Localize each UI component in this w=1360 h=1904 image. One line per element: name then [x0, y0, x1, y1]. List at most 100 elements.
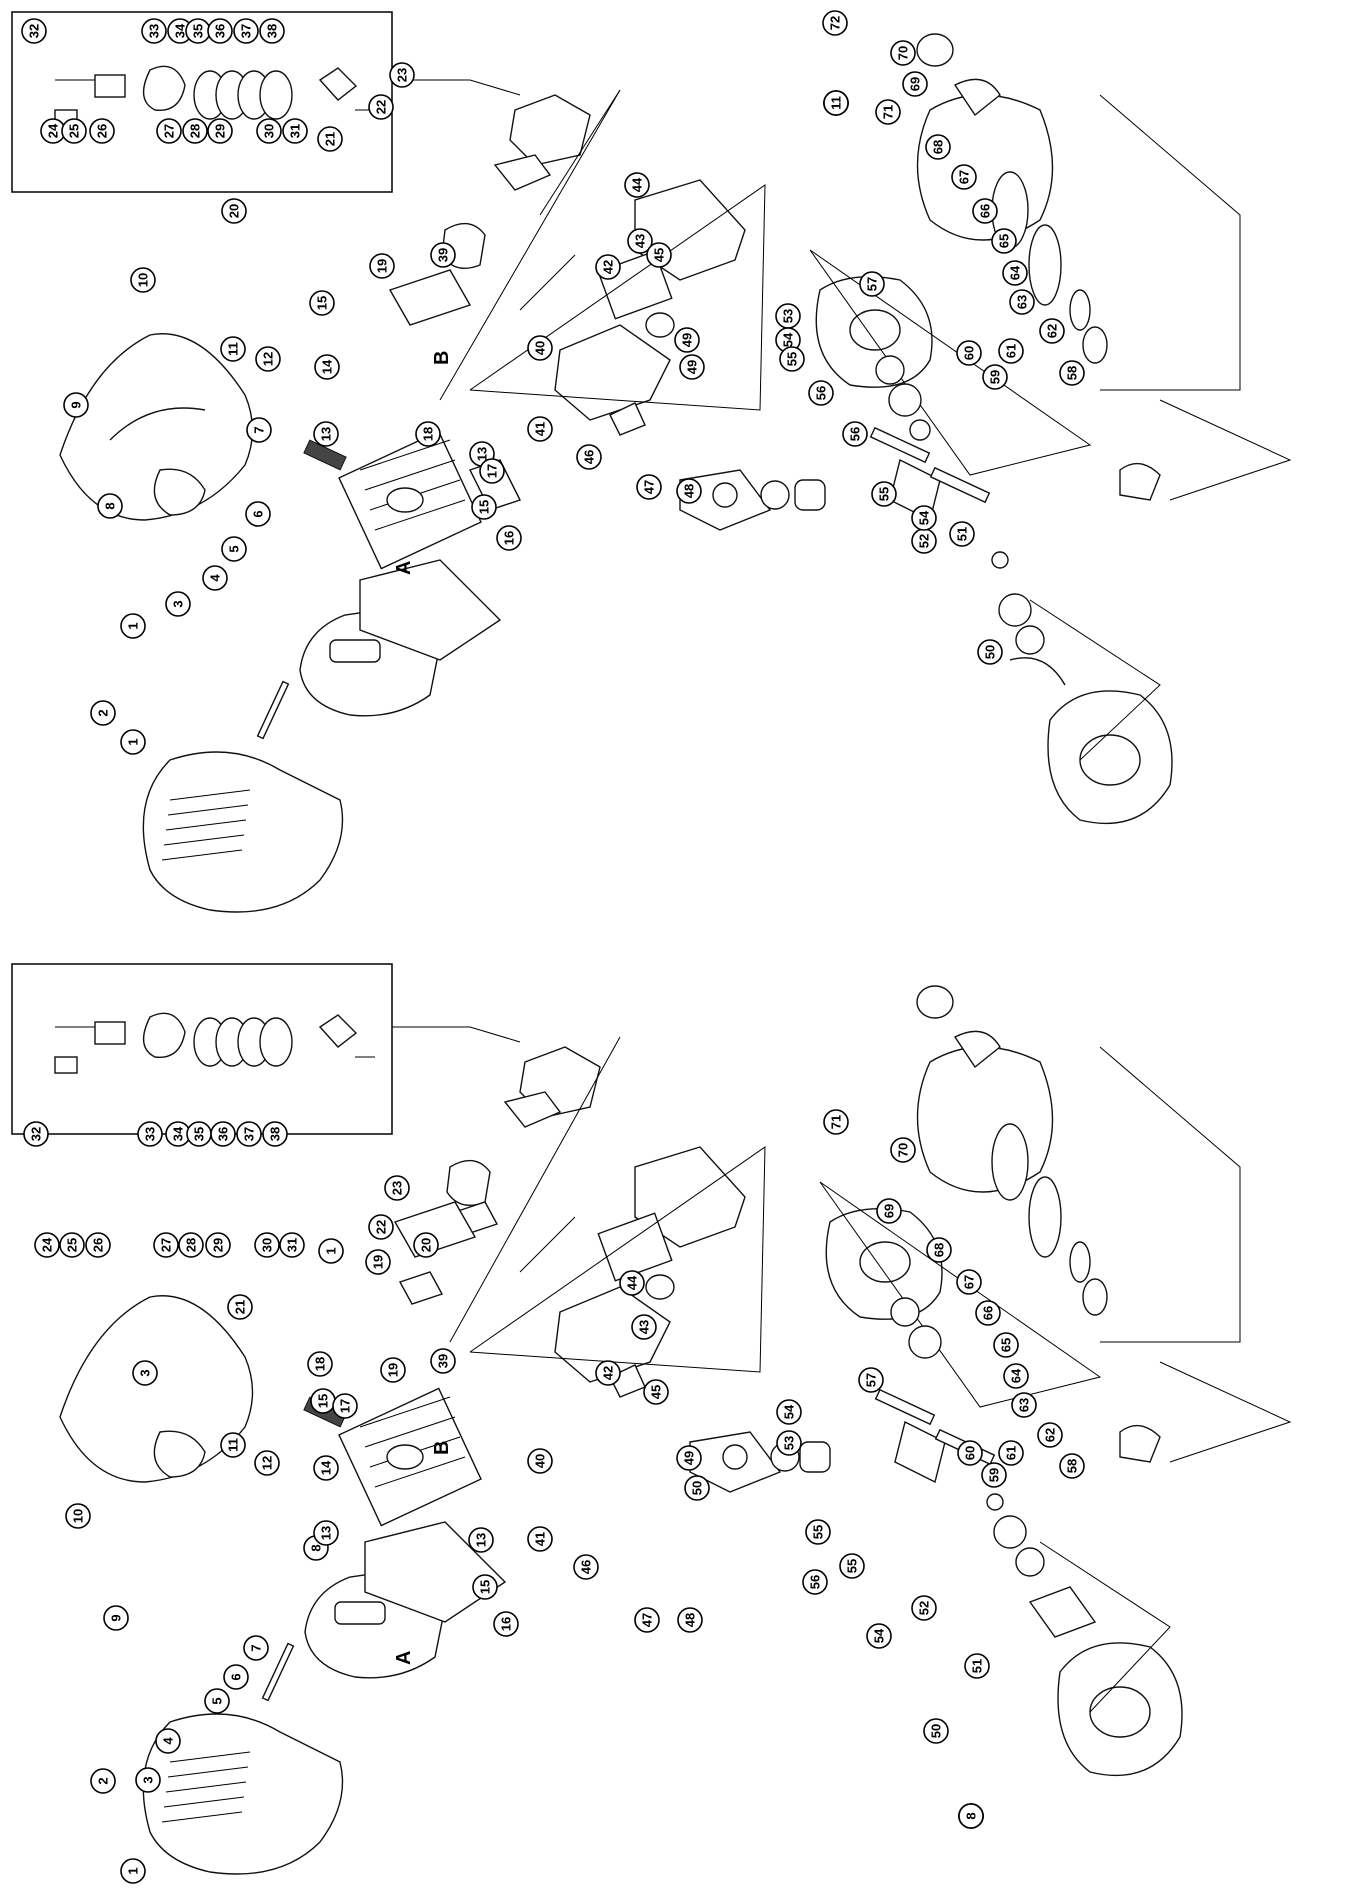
lower-callout-16: 16 [493, 1611, 519, 1637]
svg-text:9: 9 [109, 1614, 124, 1621]
lower-letter-B: B [431, 1441, 453, 1455]
upper-callout-47: 47 [636, 474, 662, 500]
lower-inset-parts [54, 1012, 375, 1074]
upper-callout-69: 69 [902, 71, 928, 97]
svg-text:25: 25 [65, 1238, 80, 1252]
upper-callout-36: 36 [207, 18, 233, 44]
svg-text:8: 8 [103, 502, 118, 509]
svg-text:44: 44 [625, 1275, 640, 1290]
svg-text:60: 60 [962, 346, 977, 360]
lower-callout-35: 35 [186, 1121, 212, 1147]
lower-callout-67: 67 [956, 1269, 982, 1295]
lower-callout-11: 11 [220, 1432, 246, 1458]
svg-text:41: 41 [533, 1532, 548, 1546]
lower-callout-32: 32 [23, 1121, 49, 1147]
lower-callout-6: 6 [223, 1664, 249, 1690]
svg-text:25: 25 [67, 124, 82, 138]
upper-callout-30: 30 [256, 118, 282, 144]
svg-text:6: 6 [251, 510, 266, 517]
svg-text:2: 2 [96, 1777, 111, 1784]
svg-text:40: 40 [533, 1454, 548, 1468]
lower-callout-37: 37 [236, 1121, 262, 1147]
upper-callout-26: 26 [89, 118, 115, 144]
lower-callout-10: 10 [65, 1503, 91, 1529]
svg-text:45: 45 [649, 1385, 664, 1399]
lower-callout-63: 63 [1011, 1392, 1037, 1418]
upper-callout-63: 63 [1009, 289, 1035, 315]
lower-shroud [59, 1295, 254, 1483]
svg-text:6: 6 [229, 1673, 244, 1680]
lower-callout-12: 12 [254, 1450, 280, 1476]
svg-text:33: 33 [147, 24, 162, 38]
lower-callout-15: 15 [310, 1388, 336, 1414]
lower-callout-38: 38 [262, 1121, 288, 1147]
upper-shroud [59, 333, 254, 521]
svg-text:13: 13 [319, 427, 334, 441]
upper-callout-51: 51 [949, 521, 975, 547]
svg-text:61: 61 [1004, 344, 1019, 358]
upper-callout-32: 32 [21, 18, 47, 44]
upper-callout-7: 7 [246, 417, 272, 443]
svg-text:13: 13 [319, 1526, 334, 1540]
upper-callout-70: 70 [890, 40, 916, 66]
lower-callout-30: 30 [254, 1232, 280, 1258]
svg-text:1: 1 [324, 1247, 339, 1254]
upper-callout-72: 72 [822, 10, 848, 36]
lower-recoil-starter [916, 1046, 1054, 1193]
svg-text:65: 65 [999, 1338, 1014, 1352]
upper-callout-44: 44 [624, 172, 650, 198]
lower-callout-55: 55 [839, 1553, 865, 1579]
svg-text:72: 72 [828, 16, 843, 30]
lower-callout-31: 31 [279, 1232, 305, 1258]
svg-text:62: 62 [1045, 324, 1060, 338]
upper-callout-39: 39 [430, 242, 456, 268]
lower-callout-50: 50 [684, 1475, 710, 1501]
upper-callout-56: 56 [808, 380, 834, 406]
lower-crankshaft [894, 1420, 946, 1484]
svg-text:13: 13 [475, 447, 490, 461]
lower-callout-51: 51 [964, 1653, 990, 1679]
upper-callout-16: 16 [496, 525, 522, 551]
lower-callout-9: 9 [103, 1605, 129, 1631]
svg-text:22: 22 [374, 1220, 389, 1234]
lower-callout-19: 19 [380, 1357, 406, 1383]
svg-text:57: 57 [864, 1373, 879, 1387]
lower-callout-5: 5 [204, 1688, 230, 1714]
lower-callout-52: 52 [911, 1595, 937, 1621]
lower-callout-4: 4 [155, 1728, 181, 1754]
svg-text:20: 20 [227, 204, 242, 218]
lower-callout-13: 13 [313, 1520, 339, 1546]
lower-callout-7: 7 [243, 1635, 269, 1661]
svg-text:69: 69 [908, 77, 923, 91]
svg-text:61: 61 [1004, 1446, 1019, 1460]
upper-letter-A: A [393, 561, 415, 575]
lower-callout-19: 19 [365, 1249, 391, 1275]
svg-text:71: 71 [829, 1115, 844, 1129]
svg-text:59: 59 [988, 370, 1003, 384]
lower-callout-66: 66 [975, 1300, 1001, 1326]
upper-callout-13: 13 [313, 421, 339, 447]
svg-text:66: 66 [981, 1306, 996, 1320]
upper-callout-17: 17 [479, 458, 505, 484]
lower-callout-62: 62 [1037, 1422, 1063, 1448]
lower-callout-56: 56 [802, 1569, 828, 1595]
svg-text:16: 16 [502, 531, 517, 545]
svg-text:4: 4 [161, 1737, 176, 1745]
upper-callout-62: 62 [1039, 318, 1065, 344]
svg-text:37: 37 [242, 1127, 257, 1141]
svg-text:8: 8 [964, 1812, 979, 1819]
svg-text:43: 43 [637, 1320, 652, 1334]
lower-callout-50: 50 [923, 1718, 949, 1744]
lower-callout-8: 8 [958, 1803, 984, 1829]
lower-callout-45: 45 [643, 1379, 669, 1405]
upper-callout-56: 56 [842, 421, 868, 447]
svg-text:63: 63 [1015, 295, 1030, 309]
svg-text:14: 14 [319, 1460, 334, 1475]
svg-text:70: 70 [896, 46, 911, 60]
svg-text:36: 36 [216, 1127, 231, 1141]
svg-text:19: 19 [375, 259, 390, 273]
upper-callout-66: 66 [972, 198, 998, 224]
upper-callout-15: 15 [309, 290, 335, 316]
lower-callout-46: 46 [573, 1554, 599, 1580]
